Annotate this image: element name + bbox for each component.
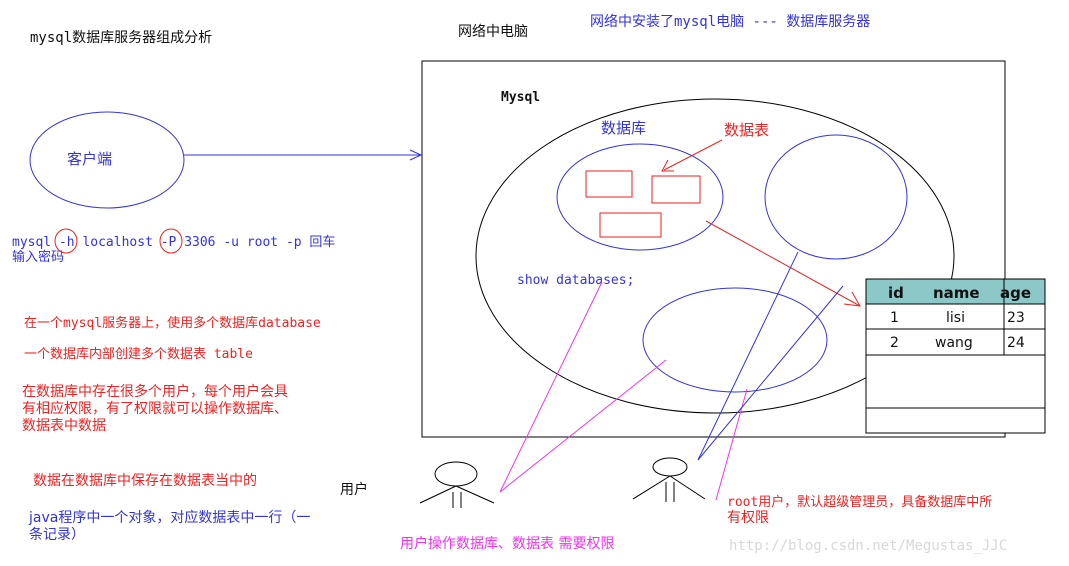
mysql-server-ellipse	[475, 98, 955, 414]
highlight-h-circle	[54, 228, 78, 254]
command-part-mysql: mysql	[12, 235, 59, 250]
client-label: 客户端	[67, 150, 112, 168]
network-pc-label: 网络中电脑	[458, 24, 528, 40]
server-computer-box	[421, 60, 1006, 438]
command-part-p: -P	[161, 235, 177, 250]
watermark: http://blog.csdn.net/Megustas_JJC	[729, 538, 1007, 554]
user-permission-note: 用户操作数据库、数据表 需要权限	[400, 535, 614, 552]
header-id: id	[888, 284, 904, 302]
command-part-rest: 3306 -u root -p 回车	[176, 234, 335, 250]
note-multiple-tables: 一个数据库内部创建多个数据表 table	[24, 346, 253, 362]
connect-command: mysql -h localhost -P 3306 -u root -p 回车	[12, 234, 335, 250]
table-label: 数据表	[724, 121, 769, 139]
root-note-line-2: 有权限	[727, 510, 769, 526]
database-ellipse-1	[556, 143, 724, 251]
cell-r2-name: wang	[935, 335, 973, 351]
table-rect-2	[651, 175, 701, 204]
header-age: age	[1000, 284, 1031, 302]
java-note-line-1: java程序中一个对象，对应数据表中一行（一	[28, 509, 310, 526]
cell-r1-name: lisi	[946, 310, 965, 326]
permission-lines	[499, 281, 748, 501]
cell-r2-age: 24	[1007, 335, 1025, 351]
command-part-host: localhost	[75, 235, 161, 250]
show-databases-command: show databases;	[517, 273, 634, 288]
table-rect-1	[585, 170, 633, 198]
server-caption: 网络中安装了mysql电脑 --- 数据库服务器	[590, 14, 870, 30]
sample-data-table: id name age 1 lisi 23 2 wang 24	[865, 278, 1046, 434]
command-line-2: 输入密码	[12, 249, 64, 265]
root-note-line-1: root用户，默认超级管理员，具备数据库中所	[727, 494, 992, 510]
user-figure-root	[632, 457, 706, 502]
note-multiple-databases: 在一个mysql服务器上，使用多个数据库database	[24, 315, 321, 331]
note-users-line-3: 数据表中数据	[22, 418, 106, 434]
root-lines	[697, 251, 844, 461]
table-expand-arrow	[705, 220, 861, 307]
command-part-h: -h	[59, 235, 75, 250]
cell-r2-id: 2	[890, 335, 899, 351]
cell-r1-age: 23	[1007, 310, 1025, 326]
note-users-line-2: 有相应权限，有了权限就可以操作数据库、	[22, 400, 288, 417]
user-label: 用户	[340, 481, 368, 498]
header-name: name	[933, 284, 980, 302]
table-rect-3	[599, 212, 662, 238]
client-ellipse	[29, 111, 185, 209]
client-to-server-arrow	[184, 149, 423, 161]
sample-table-body-bg	[866, 304, 1045, 433]
java-note-line-2: 条记录）	[29, 526, 85, 543]
database-ellipse-3	[642, 287, 828, 393]
cell-r1-id: 1	[890, 310, 899, 326]
diagram-title: mysql数据库服务器组成分析	[30, 30, 212, 46]
user-figure-1	[419, 461, 495, 508]
table-pointer-arrow	[661, 139, 723, 172]
database-ellipse-2	[764, 134, 908, 260]
mysql-label: Mysql	[501, 90, 540, 105]
sample-table-header-bg	[866, 279, 1045, 304]
note-users-line-1: 在数据库中存在很多个用户，每个用户会具	[22, 383, 288, 400]
database-label: 数据库	[601, 119, 646, 137]
highlight-p-circle	[159, 228, 183, 254]
note-data-in-tables: 数据在数据库中保存在数据表当中的	[33, 473, 257, 489]
